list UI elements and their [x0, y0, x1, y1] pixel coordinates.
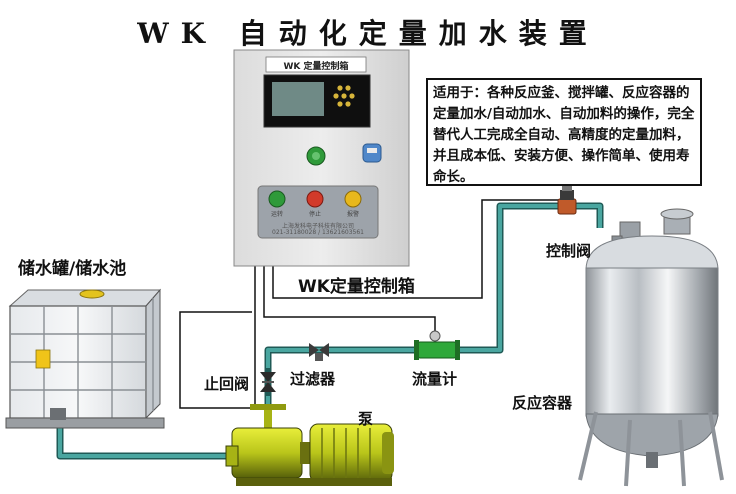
- page-title: WK 自动化定量加水装置: [137, 17, 599, 50]
- lamp-label-run: 运转: [270, 211, 283, 218]
- pump: [225, 404, 394, 486]
- filter: [309, 343, 329, 361]
- control-box-nameplate: WK 定量控制箱: [283, 62, 349, 72]
- check-valve: [260, 368, 276, 396]
- label-control-valve: 控制阀: [546, 242, 592, 260]
- label-control-box: WK定量控制箱: [298, 277, 415, 297]
- label-check-valve: 止回阀: [204, 375, 250, 393]
- label-filter: 过滤器: [290, 370, 336, 388]
- label-reactor: 反应容器: [512, 394, 573, 412]
- label-storage-tank: 储水罐/储水池: [18, 259, 127, 279]
- lamp-label-stop: 停止: [308, 211, 321, 218]
- lamp-label-alarm: 报警: [346, 211, 359, 218]
- label-pump: 泵: [358, 410, 374, 428]
- control-box-phone: 021-31180028 / 13621603561: [272, 229, 364, 236]
- storage-tank: [5, 288, 165, 429]
- water-pipeline: [56, 202, 604, 460]
- control-box: [233, 49, 410, 267]
- application-description: 适用于：各种反应釜、搅拌罐、反应容器的定量加水/自动加水、自动加料的操作，完全替…: [426, 78, 702, 186]
- control-box-company: 上海发科电子科技有限公司: [281, 223, 354, 230]
- label-flowmeter: 流量计: [412, 370, 458, 388]
- control-valve: [557, 186, 577, 215]
- reactor-vessel: [578, 208, 724, 487]
- flowmeter: [414, 330, 460, 360]
